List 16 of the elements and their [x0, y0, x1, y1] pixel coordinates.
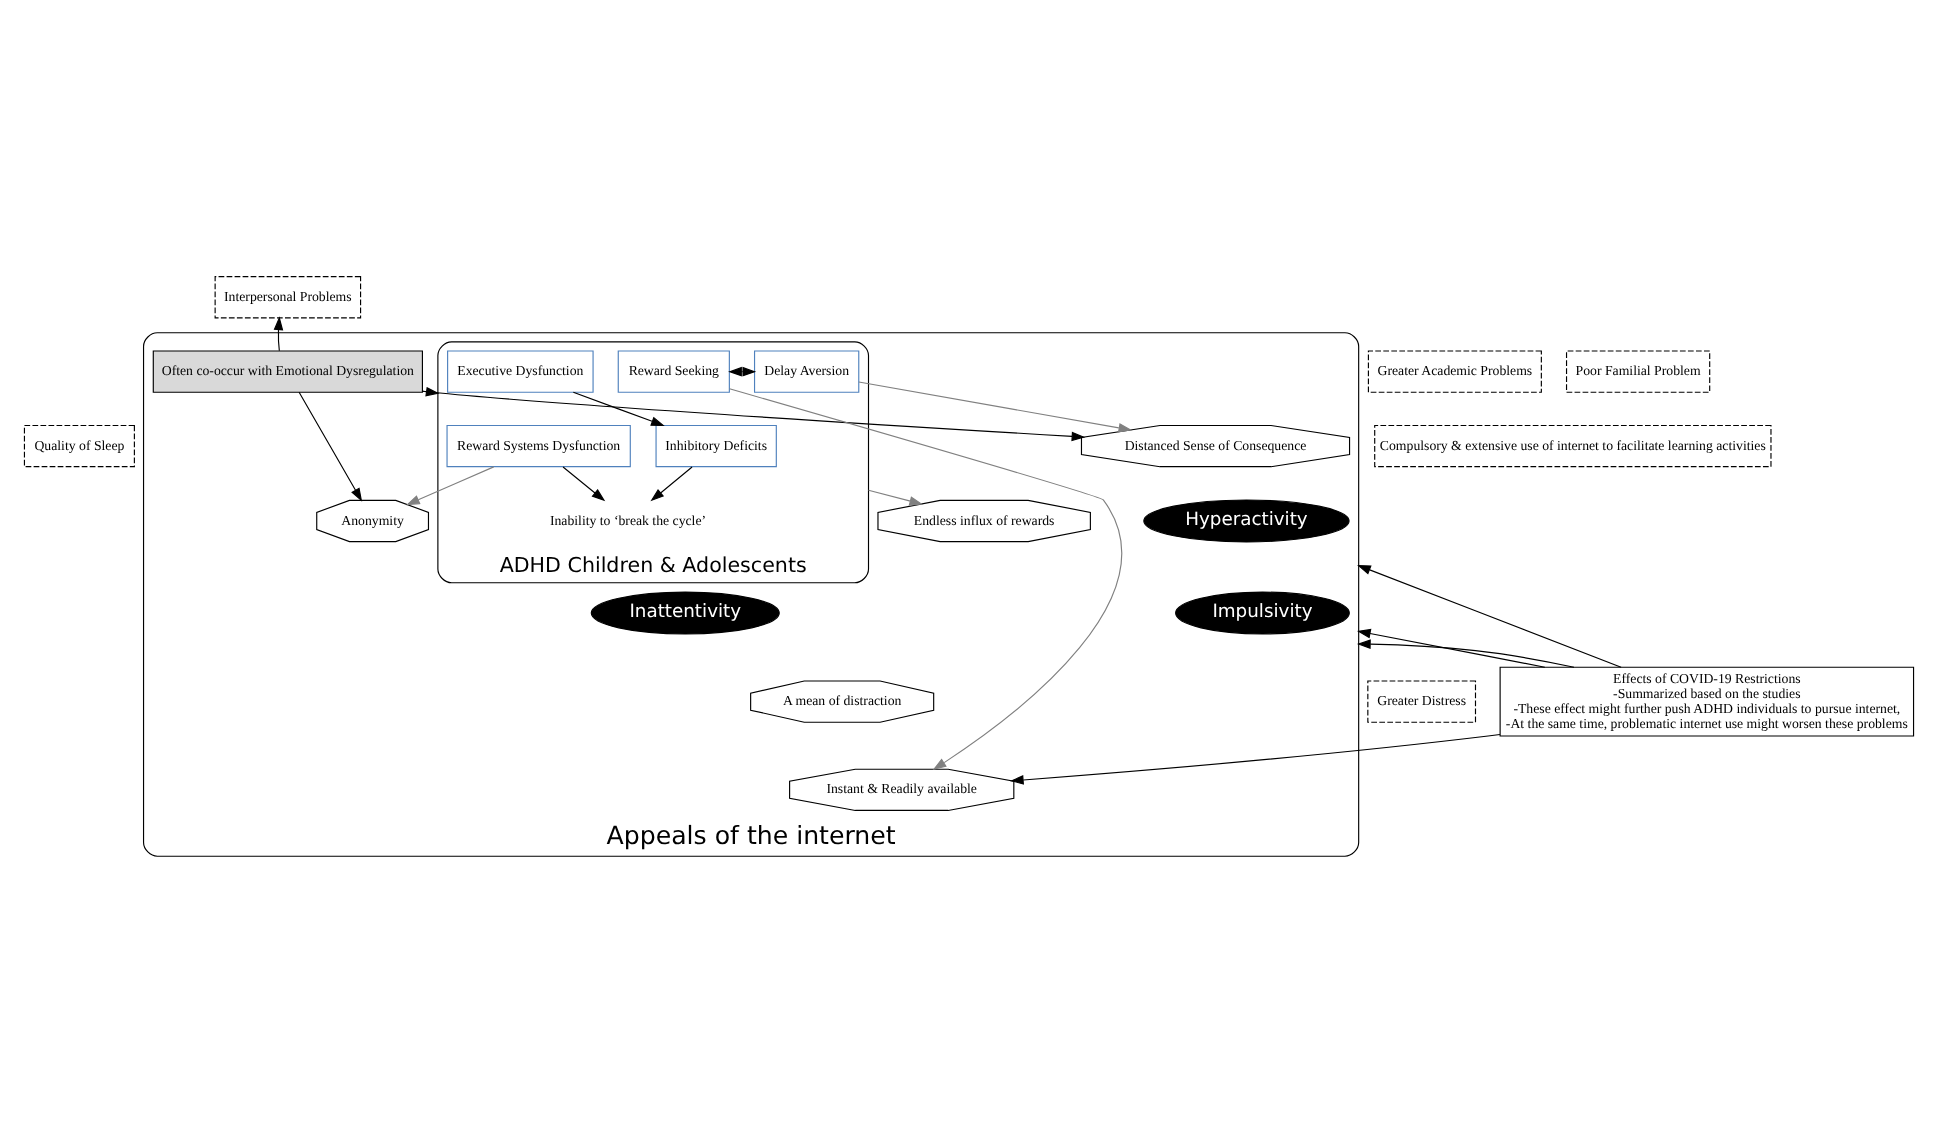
arrow [866, 489, 923, 506]
arrow [561, 466, 605, 502]
arrow [297, 391, 362, 502]
node-ellipse: Impulsivity [1174, 591, 1349, 635]
arrow [272, 316, 283, 352]
arrow [1356, 564, 1621, 668]
arrow [404, 466, 494, 506]
arrow [857, 381, 1132, 433]
arrow [1355, 639, 1574, 668]
arrow [1355, 628, 1545, 668]
arrow [571, 391, 664, 426]
node-ellipse: Inattentivity [589, 591, 779, 635]
arrow [727, 388, 1122, 771]
node-ellipse: Hyperactivity [1142, 499, 1349, 543]
arrow [1008, 733, 1500, 785]
arrow [649, 466, 692, 502]
